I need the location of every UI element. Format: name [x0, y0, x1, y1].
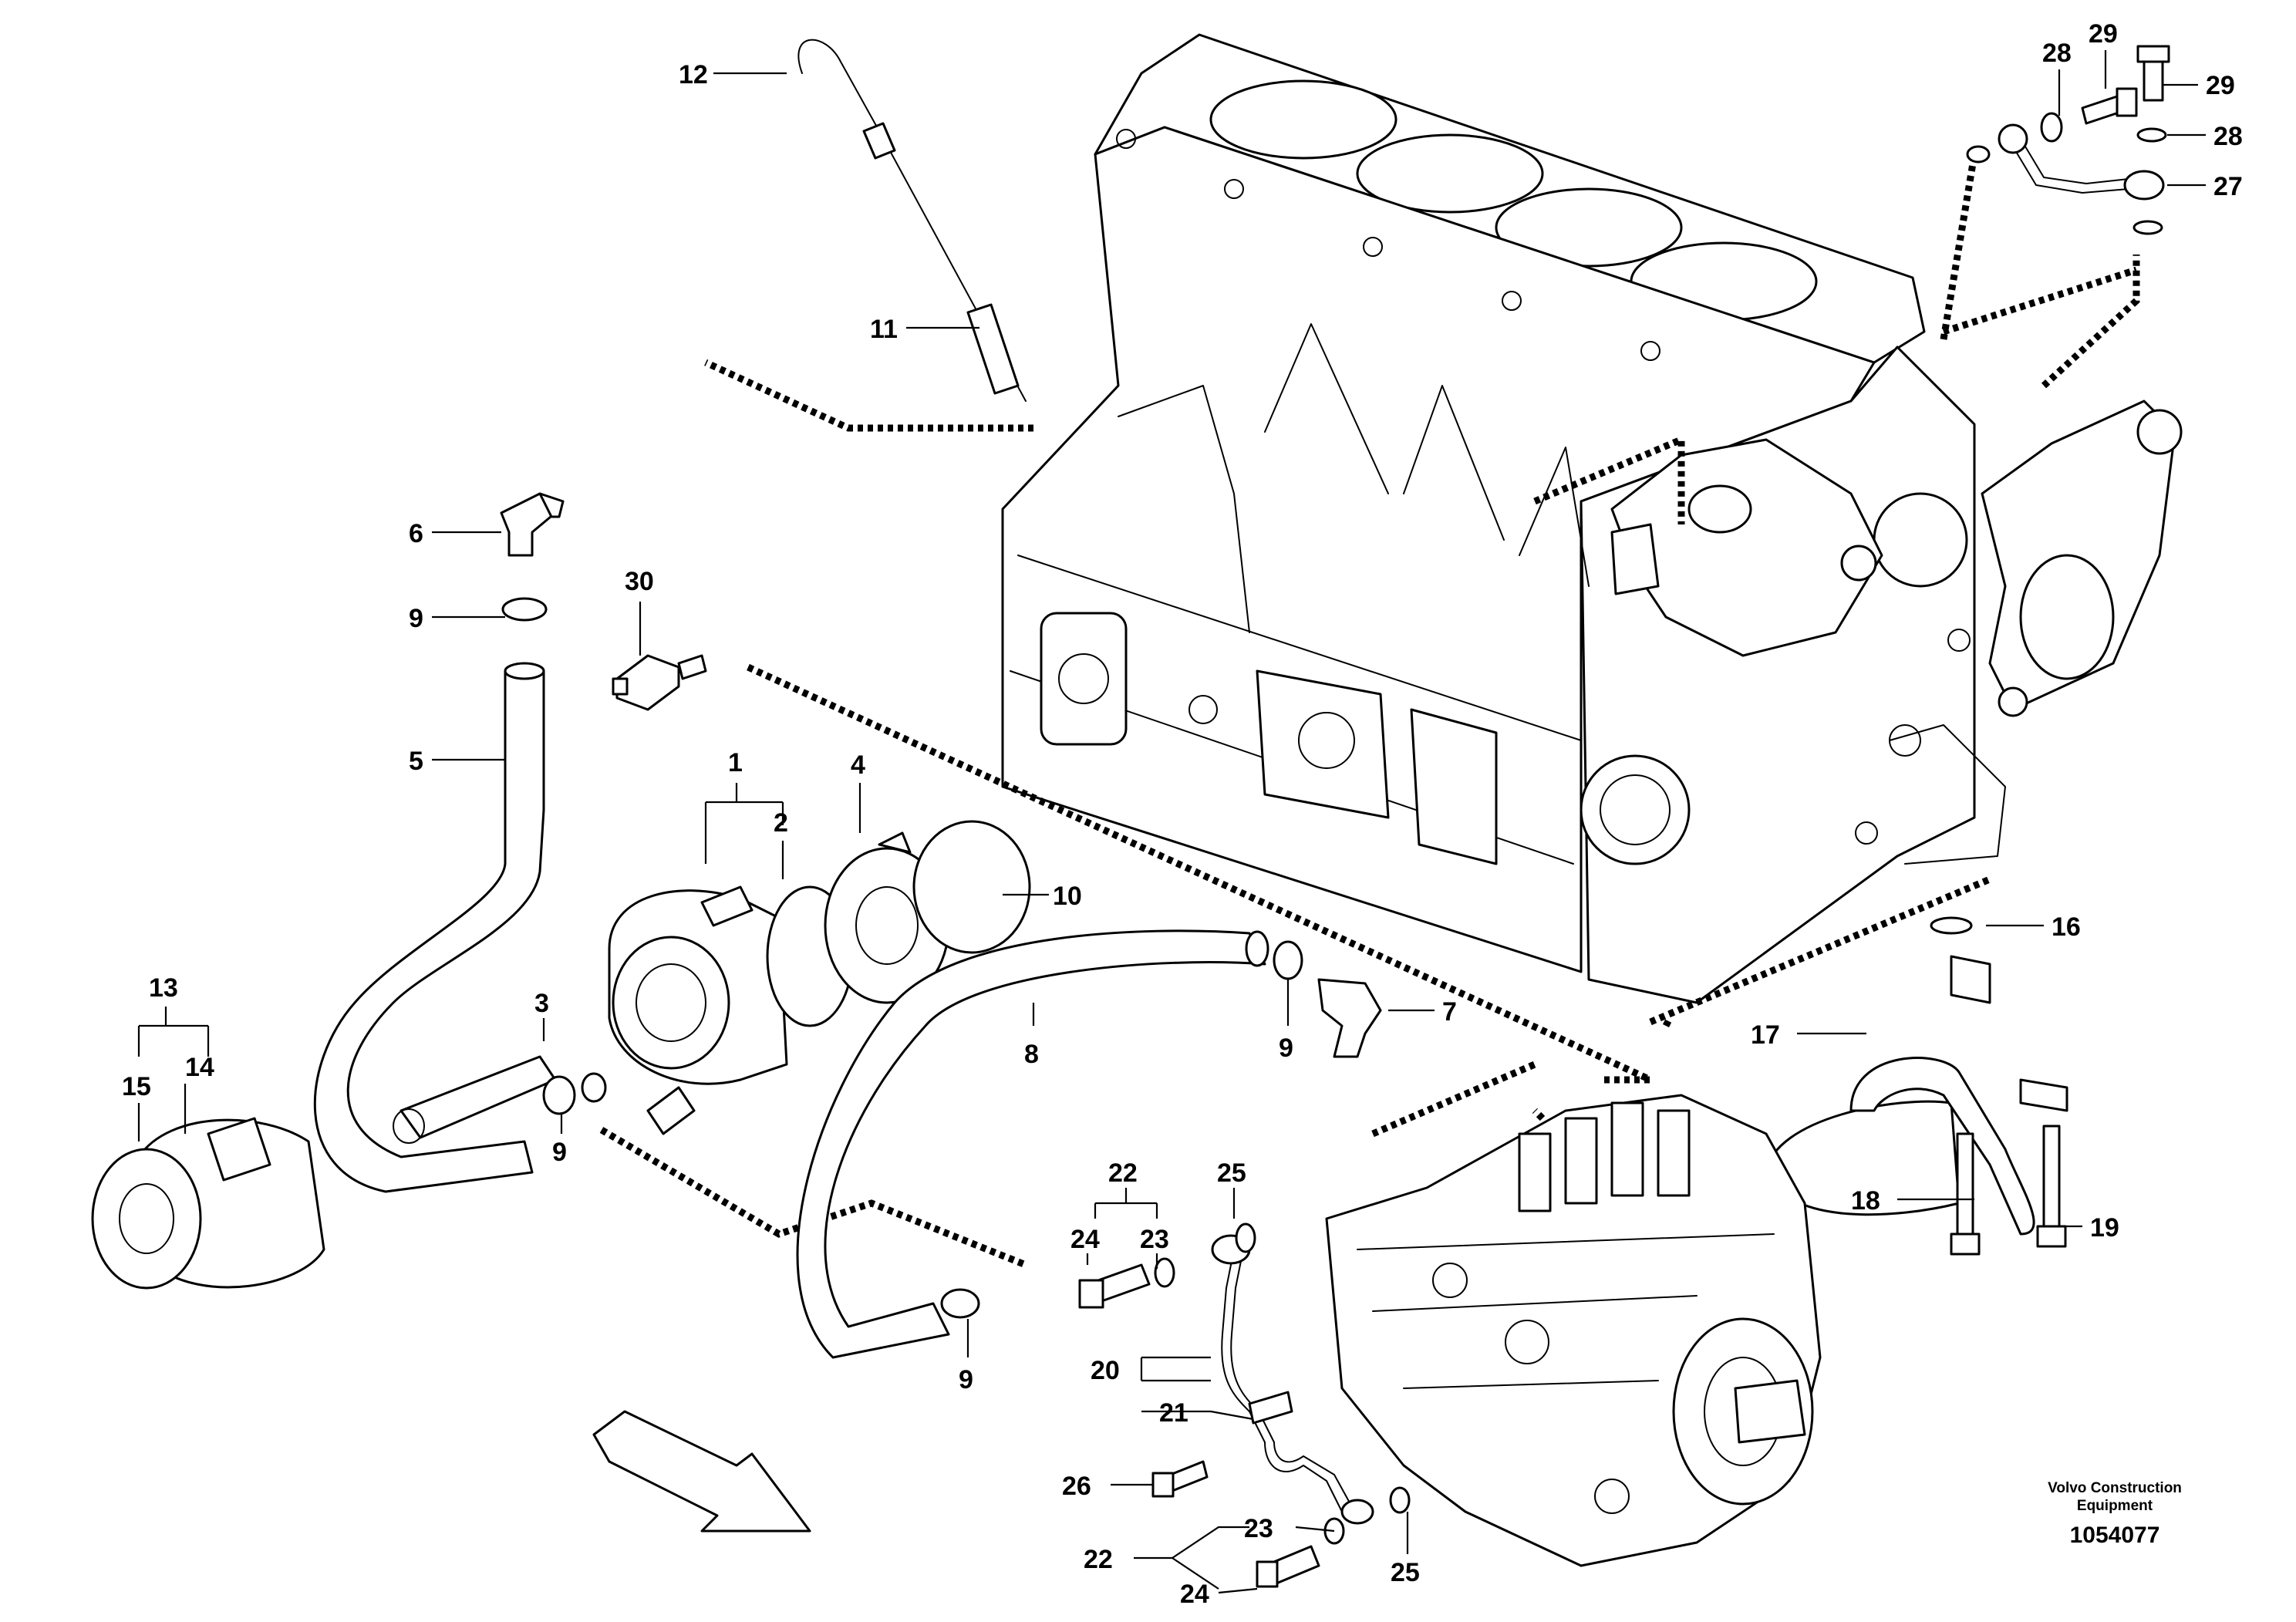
callout-23: 23	[1244, 1514, 1273, 1543]
callout-12: 12	[679, 60, 708, 89]
callout-15: 15	[122, 1072, 151, 1101]
callout-20: 20	[1091, 1356, 1120, 1385]
callout-14: 14	[185, 1053, 214, 1082]
callout-28: 28	[2042, 39, 2072, 68]
callout-8: 8	[1024, 1040, 1039, 1069]
oil-strainer-17	[1765, 955, 2068, 1236]
washer-left	[1966, 145, 1991, 164]
front-bracket	[1981, 400, 2183, 717]
callout-7: 7	[1442, 997, 1457, 1027]
bolt-26	[1151, 1460, 1209, 1498]
o-ring-16	[1930, 916, 1973, 935]
leader-lines	[137, 50, 2206, 1594]
callout-22: 22	[1084, 1545, 1113, 1574]
callout-9: 9	[552, 1138, 567, 1167]
washer-25a	[1235, 1222, 1256, 1253]
elbow-fitting-6	[500, 492, 565, 557]
callout-6: 6	[409, 519, 423, 548]
callout-29: 29	[2206, 71, 2235, 100]
hose-clamp-9b	[542, 1072, 607, 1115]
callout-24: 24	[1180, 1580, 1209, 1609]
callout-4: 4	[851, 750, 865, 780]
callout-26: 26	[1062, 1472, 1091, 1501]
callout-2: 2	[774, 808, 788, 838]
callout-22: 22	[1108, 1158, 1138, 1188]
washer-25b	[1389, 1486, 1411, 1514]
callout-24: 24	[1070, 1225, 1100, 1254]
oil-filter-housing-1	[608, 885, 788, 1085]
callout-3: 3	[534, 989, 549, 1018]
oil-hose-8	[796, 929, 1269, 1359]
callout-11: 11	[870, 315, 898, 344]
callout-27: 27	[2213, 172, 2243, 201]
callout-23: 23	[1140, 1225, 1169, 1254]
callout-labels: 12 11 6 9 30 5 1 2 4 10 3 13 14 15 9 8 7…	[122, 19, 2243, 1609]
washer-28b	[2136, 127, 2167, 143]
elbow-fitting-7	[1317, 978, 1382, 1058]
brand-line-1: Volvo Construction	[2048, 1480, 2182, 1496]
hose-clamp-9a	[501, 597, 548, 622]
dipstick	[797, 39, 1027, 402]
bolt-29b	[2136, 45, 2170, 102]
callout-25: 25	[1391, 1558, 1420, 1587]
callout-16: 16	[2052, 912, 2081, 942]
callout-30: 30	[625, 567, 654, 596]
callout-29: 29	[2089, 19, 2118, 49]
callout-9: 9	[409, 604, 423, 633]
front-direction-arrow	[592, 1410, 811, 1533]
callout-28: 28	[2213, 122, 2243, 151]
hose-clamp-9d	[940, 1288, 980, 1319]
callout-9: 9	[1279, 1034, 1293, 1063]
bolt-24b	[1256, 1545, 1320, 1588]
callout-1: 1	[728, 748, 743, 777]
fuel-injection-pump	[1325, 1094, 1822, 1567]
bolt-29a	[2081, 87, 2138, 125]
callout-10: 10	[1053, 882, 1082, 911]
bolt-24a	[1078, 1263, 1151, 1309]
brand-line-2: Equipment	[2077, 1498, 2153, 1514]
bolt-18	[1950, 1132, 1981, 1256]
hose-clamp-9c	[1273, 940, 1303, 980]
bolt-19	[2036, 1125, 2067, 1248]
engine-block	[1001, 33, 2006, 1004]
pressure-sensor-30	[612, 654, 707, 711]
callout-21: 21	[1159, 1398, 1188, 1428]
oil-pipe-27	[1998, 123, 2165, 201]
gasket-10	[912, 820, 1031, 954]
outlet-fitting	[646, 1086, 696, 1135]
oil-hose-5	[313, 662, 545, 1193]
document-footer: Volvo Construction Equipment 1054077	[2048, 1480, 2182, 1548]
washer-23a	[1154, 1257, 1175, 1288]
document-number: 1054077	[2070, 1523, 2160, 1548]
washer-28a	[2040, 112, 2063, 143]
threaded-nipple-3	[393, 1055, 557, 1144]
clip-21	[1248, 1391, 1293, 1425]
callout-13: 13	[149, 973, 178, 1003]
callout-19: 19	[2090, 1213, 2119, 1243]
callout-5: 5	[409, 747, 423, 776]
callout-9: 9	[959, 1365, 973, 1394]
callout-18: 18	[1851, 1186, 1880, 1216]
oil-filter-cartridge	[91, 1117, 325, 1290]
callout-17: 17	[1751, 1020, 1780, 1050]
washer-lower	[2132, 220, 2163, 235]
callout-25: 25	[1217, 1158, 1246, 1188]
